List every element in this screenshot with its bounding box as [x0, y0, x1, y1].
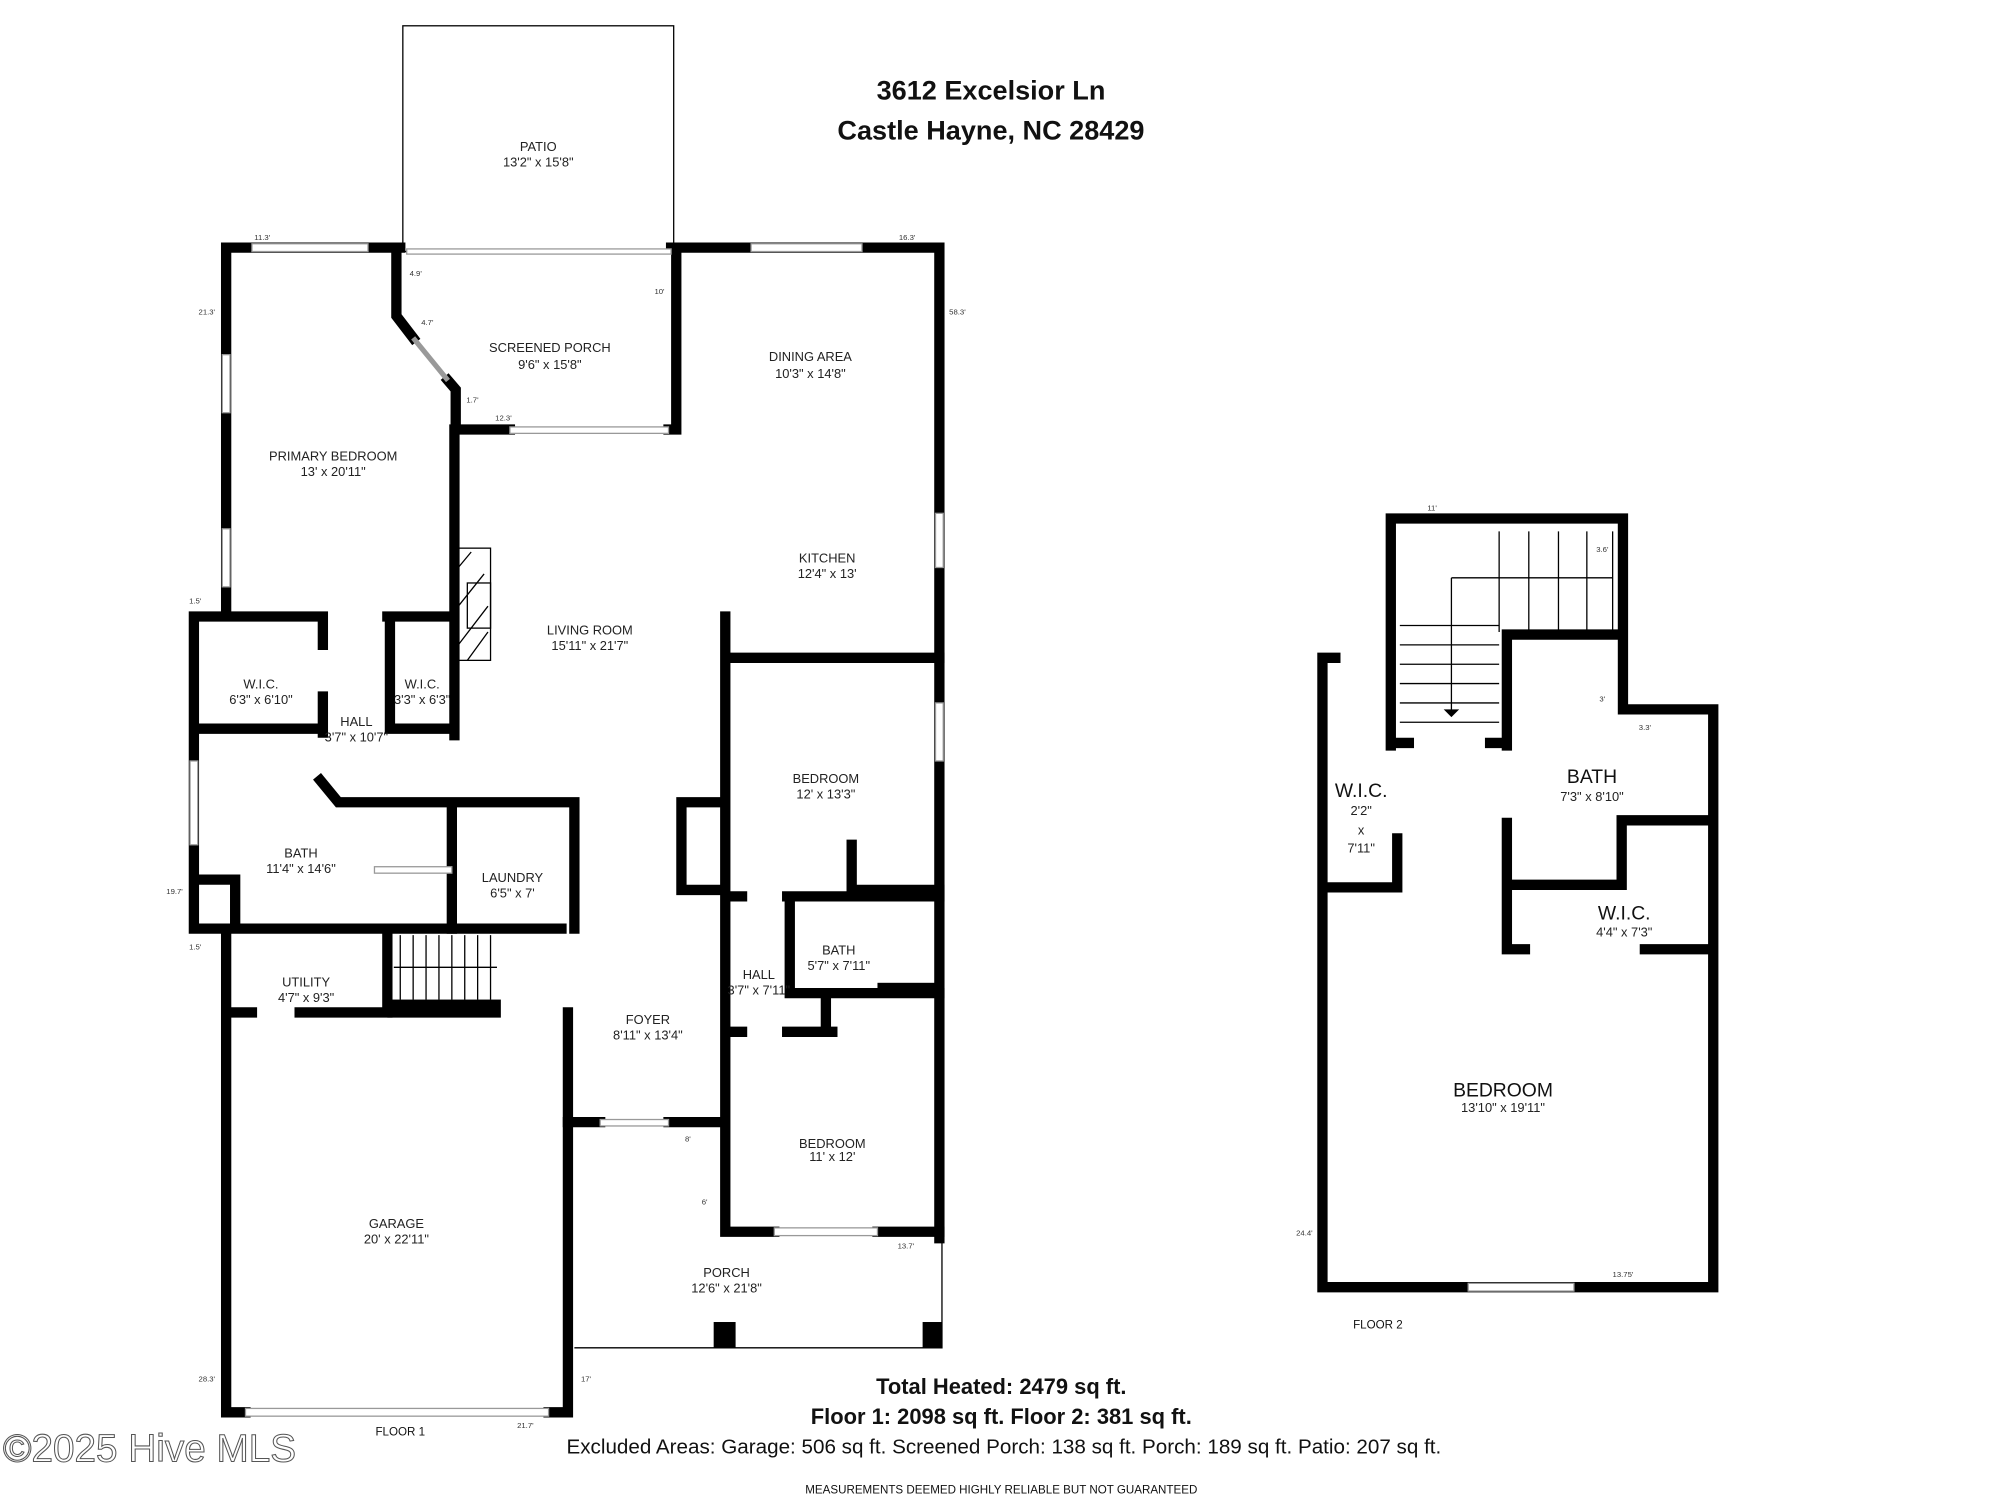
svg-text:7'3" x 8'10": 7'3" x 8'10": [1560, 789, 1624, 804]
svg-text:4'7" x 9'3": 4'7" x 9'3": [278, 990, 335, 1005]
svg-text:10': 10': [654, 287, 665, 296]
floor1-walls: [188, 25, 945, 1418]
svg-text:PATIO: PATIO: [520, 139, 557, 154]
svg-text:x: x: [1358, 822, 1365, 837]
svg-text:1.5': 1.5': [189, 597, 202, 606]
svg-text:17': 17': [581, 1374, 592, 1383]
svg-text:4.7': 4.7': [421, 318, 434, 327]
svg-text:28.3': 28.3': [199, 1374, 216, 1383]
svg-text:LAUNDRY: LAUNDRY: [482, 870, 544, 885]
floor1-measurements: 11.3' 16.3' 21.3' 58.3' 4.9' 4.7' 10' 1.…: [166, 233, 966, 1439]
svg-text:W.I.C.: W.I.C.: [405, 677, 440, 692]
svg-text:16.3': 16.3': [899, 233, 916, 242]
svg-text:BEDROOM: BEDROOM: [793, 771, 860, 786]
address-line2: Castle Hayne, NC 28429: [837, 114, 1144, 145]
floor2-label: FLOOR 2: [1353, 1318, 1403, 1331]
svg-text:PRIMARY BEDROOM: PRIMARY BEDROOM: [269, 448, 397, 463]
svg-text:21.3': 21.3': [199, 308, 216, 317]
svg-text:19.7': 19.7': [166, 887, 183, 896]
svg-text:11' x 12': 11' x 12': [809, 1149, 855, 1164]
svg-text:GARAGE: GARAGE: [369, 1216, 425, 1231]
svg-text:12'6" x 21'8": 12'6" x 21'8": [691, 1280, 762, 1295]
address-line1: 3612 Excelsior Ln: [877, 74, 1106, 105]
svg-text:KITCHEN: KITCHEN: [799, 550, 856, 565]
svg-text:BATH: BATH: [822, 942, 855, 957]
svg-text:3': 3': [1599, 695, 1605, 704]
svg-text:13'10" x 19'11": 13'10" x 19'11": [1461, 1100, 1545, 1115]
svg-text:3'7" x 10'7": 3'7" x 10'7": [325, 730, 389, 745]
svg-text:12'4" x 13': 12'4" x 13': [798, 566, 857, 581]
svg-text:3'7" x 7'11": 3'7" x 7'11": [728, 982, 791, 997]
svg-text:BEDROOM: BEDROOM: [799, 1136, 866, 1151]
svg-text:BEDROOM: BEDROOM: [1453, 1079, 1553, 1101]
svg-text:20' x 22'11": 20' x 22'11": [364, 1231, 430, 1246]
svg-text:BATH: BATH: [1567, 766, 1617, 788]
svg-text:PORCH: PORCH: [703, 1265, 750, 1280]
svg-text:10'3" x 14'8": 10'3" x 14'8": [775, 366, 846, 381]
svg-text:24.4': 24.4': [1296, 1229, 1313, 1238]
svg-text:W.I.C.: W.I.C.: [1335, 780, 1388, 802]
floor2-walls: [1317, 513, 1719, 1293]
svg-text:1.5': 1.5': [189, 942, 202, 951]
svg-text:13.7': 13.7': [898, 1241, 915, 1250]
floor1-label: FLOOR 1: [375, 1426, 425, 1439]
svg-text:8': 8': [685, 1134, 691, 1143]
svg-text:4.9': 4.9': [410, 269, 423, 278]
svg-text:21.7': 21.7': [517, 1421, 534, 1430]
total-heated: Total Heated: 2479 sq ft.: [876, 1374, 1126, 1399]
svg-text:7'11": 7'11": [1347, 841, 1375, 856]
svg-text:15'11" x 21'7": 15'11" x 21'7": [551, 638, 628, 653]
svg-text:58.3': 58.3': [949, 308, 966, 317]
svg-text:6'3" x 6'10": 6'3" x 6'10": [229, 692, 293, 707]
svg-text:SCREENED PORCH: SCREENED PORCH: [489, 340, 611, 355]
disclaimer: MEASUREMENTS DEEMED HIGHLY RELIABLE BUT …: [805, 1484, 1197, 1497]
svg-text:DINING AREA: DINING AREA: [769, 349, 852, 364]
svg-text:LIVING ROOM: LIVING ROOM: [547, 623, 633, 638]
svg-text:3'3" x 6'3": 3'3" x 6'3": [394, 692, 451, 707]
svg-text:8'11" x 13'4": 8'11" x 13'4": [613, 1028, 683, 1043]
svg-text:BATH: BATH: [284, 846, 317, 861]
svg-text:FOYER: FOYER: [626, 1012, 670, 1027]
svg-text:12.3': 12.3': [495, 413, 512, 422]
svg-text:HALL: HALL: [743, 967, 775, 982]
svg-text:13'2" x 15'8": 13'2" x 15'8": [503, 154, 574, 169]
svg-text:11': 11': [1427, 504, 1437, 513]
svg-text:UTILITY: UTILITY: [282, 975, 330, 990]
watermark: ©2025 Hive MLS: [3, 1427, 296, 1470]
svg-text:12' x 13'3": 12' x 13'3": [796, 786, 855, 801]
svg-text:1.7': 1.7': [466, 395, 479, 404]
area-summary: Total Heated: 2479 sq ft. Floor 1: 2098 …: [566, 1374, 1441, 1496]
floor-areas: Floor 1: 2098 sq ft. Floor 2: 381 sq ft.: [811, 1404, 1192, 1429]
svg-text:13' x 20'11": 13' x 20'11": [301, 464, 367, 479]
svg-text:2'2": 2'2": [1350, 803, 1372, 818]
svg-text:W.I.C.: W.I.C.: [1598, 903, 1651, 925]
svg-text:5'7" x 7'11": 5'7" x 7'11": [808, 958, 871, 973]
svg-text:3.3': 3.3': [1639, 723, 1652, 732]
svg-text:13.75': 13.75': [1613, 1270, 1634, 1279]
svg-text:6'5" x 7': 6'5" x 7': [490, 886, 535, 901]
svg-text:11'4" x 14'6": 11'4" x 14'6": [266, 861, 336, 876]
svg-text:9'6" x 15'8": 9'6" x 15'8": [518, 357, 582, 372]
svg-text:HALL: HALL: [340, 714, 372, 729]
excluded-areas: Excluded Areas: Garage: 506 sq ft. Scree…: [566, 1436, 1441, 1459]
svg-text:4'4" x 7'3": 4'4" x 7'3": [1596, 924, 1653, 939]
svg-text:3.6': 3.6': [1596, 545, 1609, 554]
svg-text:11.3': 11.3': [254, 233, 270, 242]
svg-text:W.I.C.: W.I.C.: [243, 677, 278, 692]
svg-text:6': 6': [702, 1198, 708, 1207]
